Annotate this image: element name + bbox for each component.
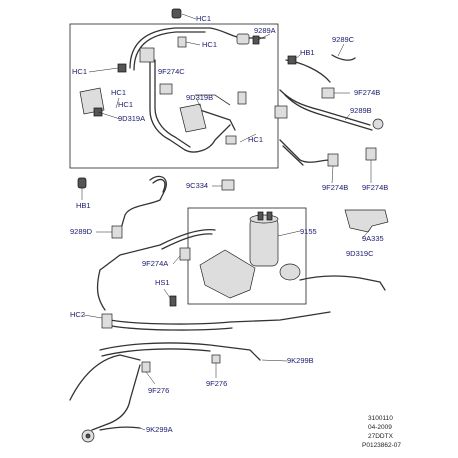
label-9289c: 9289C [332,35,355,44]
bracket-9a335 [344,209,389,233]
label-hc1-fourth: HC1 [111,88,126,97]
label-hb1-upper: HB1 [300,48,315,57]
label-9f274b-right: 9F274B [362,183,388,192]
leader-lines [81,13,372,431]
label-9f274c: 9F274C [158,67,185,76]
upper-fuel-pipes [129,27,266,153]
label-hs1: HS1 [155,278,170,287]
label-9155: 9155 [300,227,317,236]
label-9f274b-mid: 9F274B [322,183,348,192]
label-9f276-left: 9F276 [148,386,169,395]
footer-date: 04-2009 [368,424,392,431]
label-9k299b: 9K299B [287,356,314,365]
label-9f274a: 9F274A [142,259,168,268]
label-9c334: 9C334 [186,181,208,190]
label-9f276-right: 9F276 [206,379,227,388]
label-9289d: 9289D [70,227,93,236]
carbon-canister [249,211,301,281]
upper-detail-frame [69,23,279,169]
label-9d319c: 9D319C [346,249,374,258]
label-9f274b-upper: 9F274B [354,88,380,97]
label-9d319a: 9D319A [118,114,145,123]
label-9289a: 9289A [254,26,276,35]
label-hc1-right: HC1 [248,135,263,144]
label-hb1-lower: HB1 [76,201,91,210]
footer-model-code: 27DDTX [368,433,394,440]
canister-bracket [199,249,256,299]
right-side-parts [274,55,384,167]
footer-ref-number: 3100110 [368,415,393,422]
label-9a335: 9A335 [362,234,384,243]
label-9289b: 9289B [350,106,372,115]
label-9k299a: 9K299A [146,425,173,434]
main-fuel-lines [69,175,386,431]
label-hc1-top: HC1 [196,14,211,23]
label-hc1-left: HC1 [72,67,87,76]
label-hc1-fifth: HC1 [118,100,133,109]
label-hc2: HC2 [70,310,85,319]
label-hc1-second: HC1 [202,40,217,49]
footer-illustration-id: P0123862-07 [362,442,401,449]
lower-parts [77,177,235,443]
label-9d319b: 9D319B [186,93,213,102]
